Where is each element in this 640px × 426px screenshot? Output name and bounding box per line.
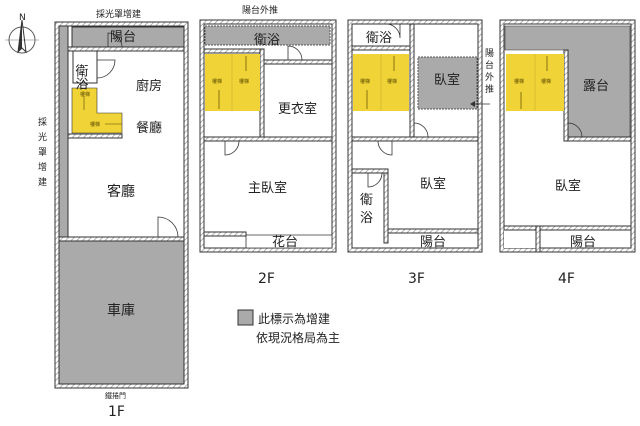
stairs-label: 樓梯: [90, 121, 100, 128]
svg-text:台: 台: [485, 59, 494, 71]
note-balcony-extension-3f: 陽 台 外 推: [485, 48, 494, 95]
floor-1-plan: 樓梯 樓梯 陽台 衛浴 廚房 餐廳 客廳 車庫 採光罩增建 採 光 罩 增 建 …: [38, 8, 189, 420]
door-icon: [567, 122, 583, 138]
north-label: N: [19, 13, 26, 23]
door-icon: [413, 122, 429, 138]
svg-text:罩: 罩: [38, 147, 47, 158]
garage: [58, 240, 185, 385]
floor-4-plan: 樓梯 樓梯 露台 臥室 陽台 4F: [499, 19, 636, 287]
svg-text:陽: 陽: [485, 48, 494, 59]
svg-text:推: 推: [485, 83, 494, 95]
svg-text:光: 光: [38, 131, 47, 143]
svg-text:建: 建: [38, 176, 47, 188]
bedroom-addition-3f: [417, 56, 478, 110]
legend-text-note: 依現況格局為主: [256, 330, 340, 345]
room-label-living: 客廳: [107, 183, 135, 200]
svg-text:增: 增: [38, 161, 47, 173]
room-label-dining: 餐廳: [136, 120, 162, 136]
floor-label-4f: 4F: [558, 271, 575, 287]
stairs-label: 樓梯: [360, 78, 370, 85]
bath-2f: [204, 25, 331, 46]
room-label-planter: 花台: [272, 234, 298, 250]
room-label-master-bedroom: 主臥室: [248, 180, 287, 196]
door-icon: [287, 45, 303, 61]
room-label-balcony: 陽台: [420, 235, 446, 250]
room-label-bath: 衛浴: [366, 31, 392, 46]
stairs-label: 樓梯: [212, 78, 222, 85]
room-label-bedroom-addition: 臥室: [434, 72, 460, 88]
room-label-balcony: 陽台: [110, 30, 136, 45]
door-icon: [224, 140, 240, 156]
floor-3-plan: 樓梯 樓梯 衛浴 臥室 臥室 衛 浴 陽台 陽 台 外 推 3F: [347, 19, 494, 287]
room-label-garage: 車庫: [107, 302, 135, 319]
legend-text-addition: 此標示為增建: [258, 312, 330, 326]
stairs-2f: [205, 54, 260, 111]
room-label-dressing: 更衣室: [278, 101, 317, 117]
svg-text:採: 採: [38, 116, 47, 128]
room-label-terrace: 露台: [583, 79, 609, 94]
door-icon: [377, 140, 393, 156]
door-icon: [367, 172, 383, 188]
room-label-bath-side: 浴: [360, 211, 373, 226]
room-label-balcony: 陽台: [570, 235, 596, 250]
door-icon: [107, 32, 123, 48]
stairs-1f: [71, 87, 123, 134]
stairs-label: 樓梯: [387, 78, 397, 85]
door-icon: [96, 59, 116, 79]
stairs-label: 樓梯: [514, 78, 524, 85]
room-label-bedroom: 臥室: [555, 178, 581, 194]
bath-1f: [72, 50, 98, 84]
room-label-bath-side: 衛: [360, 193, 373, 208]
room-label-bath: 衛浴: [73, 64, 89, 90]
room-label-bedroom: 臥室: [420, 176, 446, 192]
stairs-label: 樓梯: [541, 78, 551, 85]
floor-label-3f: 3F: [408, 271, 425, 287]
door-icon: [157, 216, 179, 238]
room-label-kitchen: 廚房: [136, 78, 162, 94]
stairs-label: 樓梯: [80, 91, 90, 98]
note-skylight-top: 採光罩增建: [96, 8, 141, 20]
floor-label-2f: 2F: [258, 271, 275, 287]
floor-2-plan: 樓梯 樓梯 衛浴 更衣室 主臥室 花台 陽台外推 2F: [199, 4, 337, 287]
stairs-label: 樓梯: [239, 78, 249, 85]
legend-swatch-addition: [237, 309, 254, 326]
note-balcony-extension: 陽台外推: [242, 4, 278, 16]
floor-label-1f: 1F: [108, 404, 125, 420]
room-label-bath: 衛浴: [254, 33, 280, 48]
svg-text:外: 外: [485, 71, 494, 83]
compass-icon: N: [5, 13, 39, 54]
legend: 此標示為增建 依現況格局為主: [237, 309, 340, 345]
note-rolling-door: 鐵捲門: [105, 391, 126, 400]
note-skylight-side: 採 光 罩 增 建: [38, 116, 47, 188]
